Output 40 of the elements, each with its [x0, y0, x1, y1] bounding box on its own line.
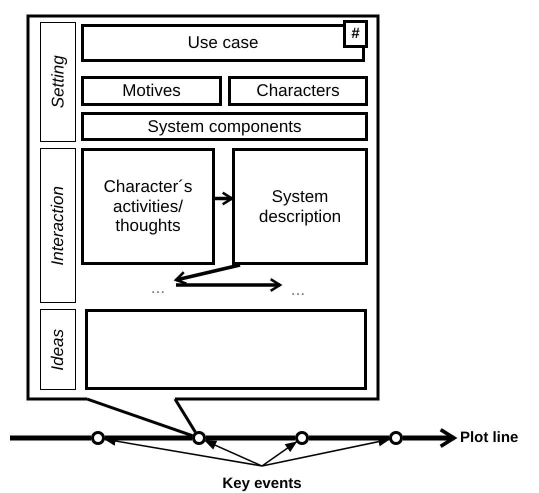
- section-box: [81, 76, 222, 106]
- number-box: [343, 20, 368, 48]
- plot-line: [403, 428, 456, 448]
- section-box: [81, 148, 215, 265]
- box-label: System description: [258, 186, 342, 226]
- key-event-circle: [192, 431, 206, 445]
- section-label: Setting: [48, 56, 68, 108]
- box-label: #: [351, 25, 360, 43]
- section-box: [81, 112, 368, 141]
- callout-pointer: [86, 398, 197, 438]
- arrow: [215, 191, 234, 206]
- key-event-circle: [91, 431, 105, 445]
- section-box: [232, 148, 368, 265]
- plot-line: [309, 436, 389, 440]
- box-label: Use case: [186, 33, 260, 53]
- plot-line: [206, 436, 295, 440]
- ellipsis: ...: [150, 278, 166, 298]
- plot-line: [10, 436, 91, 440]
- key-event-circle: [389, 431, 403, 445]
- section-label-box: [40, 309, 76, 390]
- section-label: Interaction: [48, 186, 68, 266]
- box-label: Character´s activities/ thoughts: [102, 177, 194, 236]
- arrow: [176, 278, 282, 292]
- plot-line-label: Plot line: [460, 429, 518, 447]
- box-label: Motives: [121, 81, 182, 101]
- section-box: [81, 24, 365, 62]
- key-events-label: Key events: [222, 474, 302, 492]
- box-label: System components: [146, 116, 302, 136]
- section-label: Ideas: [48, 328, 68, 370]
- box-label: Characters: [255, 81, 341, 101]
- section-label-box: [40, 148, 76, 303]
- arrow: [262, 441, 298, 467]
- plot-line: [105, 436, 192, 440]
- ellipsis: ...: [290, 280, 306, 300]
- section-box: [228, 76, 368, 106]
- arrow: [174, 263, 240, 285]
- key-event-circle: [295, 431, 309, 445]
- arrow: [204, 440, 262, 467]
- section-label-box: [40, 22, 76, 142]
- empty-box: [85, 309, 367, 390]
